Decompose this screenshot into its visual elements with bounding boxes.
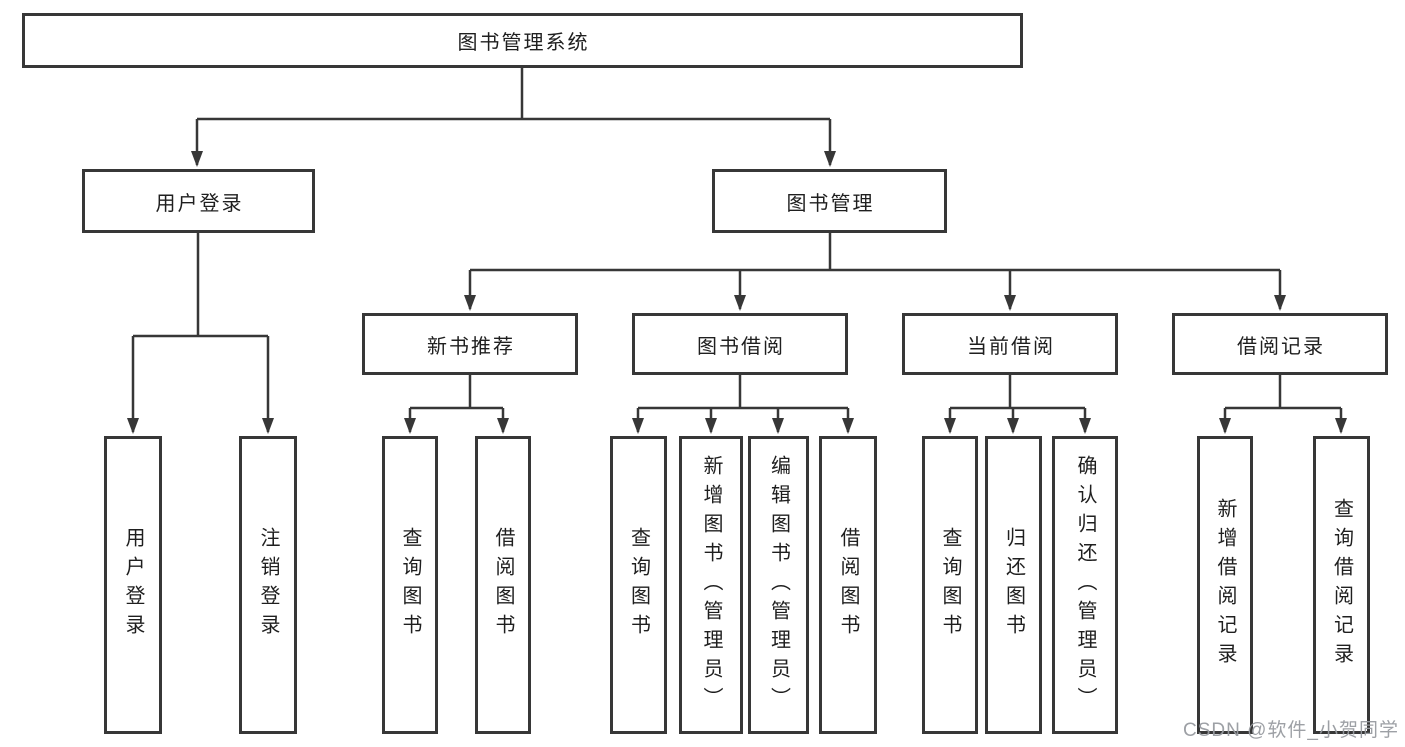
- node-current-borrow: 当前借阅: [902, 313, 1118, 375]
- node-label: 借阅图书: [492, 527, 514, 643]
- node-book-borrow: 图书借阅: [632, 313, 848, 375]
- leaf-add-borrow-record: 新增借阅记录: [1197, 436, 1253, 734]
- leaf-return-books: 归还图书: [985, 436, 1042, 734]
- node-label: 查询图书: [399, 527, 421, 643]
- node-label: 查询图书: [627, 527, 650, 643]
- node-label: 图书借阅: [697, 335, 785, 358]
- leaf-query-borrow-record: 查询借阅记录: [1313, 436, 1370, 734]
- node-label: 确认归还（管理员）: [1074, 454, 1096, 716]
- node-label: 新增借阅记录: [1214, 498, 1236, 672]
- leaf-borrow-books-recommend: 借阅图书: [475, 436, 531, 734]
- node-label: 借阅图书: [837, 527, 859, 643]
- node-borrow-records: 借阅记录: [1172, 313, 1388, 375]
- node-label: 借阅记录: [1237, 335, 1325, 358]
- leaf-confirm-return-admin: 确认归还（管理员）: [1052, 436, 1118, 734]
- node-label: 图书管理系统: [457, 32, 590, 54]
- node-label: 当前借阅: [967, 335, 1055, 358]
- node-book-management: 图书管理: [712, 169, 947, 233]
- node-label: 注销登录: [257, 527, 279, 643]
- node-label: 用户登录: [155, 192, 244, 215]
- leaf-add-books-admin: 新增图书（管理员）: [679, 436, 743, 734]
- node-user-login: 用户登录: [82, 169, 315, 233]
- node-label: 新书推荐: [427, 335, 515, 358]
- node-root-library-system: 图书管理系统: [22, 13, 1023, 68]
- leaf-edit-books-admin: 编辑图书（管理员）: [748, 436, 809, 734]
- leaf-query-books-borrow: 查询图书: [610, 436, 667, 734]
- node-label: 编辑图书（管理员）: [767, 454, 790, 716]
- leaf-query-books-recommend: 查询图书: [382, 436, 438, 734]
- leaf-logout: 注销登录: [239, 436, 297, 734]
- node-new-book-recommend: 新书推荐: [362, 313, 578, 375]
- node-label: 图书管理: [786, 192, 875, 215]
- leaf-user-login: 用户登录: [104, 436, 162, 734]
- csdn-watermark: CSDN @软件_小贺同学: [1183, 720, 1399, 741]
- leaf-borrow-books: 借阅图书: [819, 436, 877, 734]
- node-label: 用户登录: [122, 527, 144, 643]
- node-label: 查询图书: [939, 527, 961, 643]
- leaf-query-books-current: 查询图书: [922, 436, 978, 734]
- node-label: 新增图书（管理员）: [700, 454, 722, 716]
- node-label: 归还图书: [1002, 527, 1025, 643]
- node-label: 查询借阅记录: [1330, 498, 1353, 672]
